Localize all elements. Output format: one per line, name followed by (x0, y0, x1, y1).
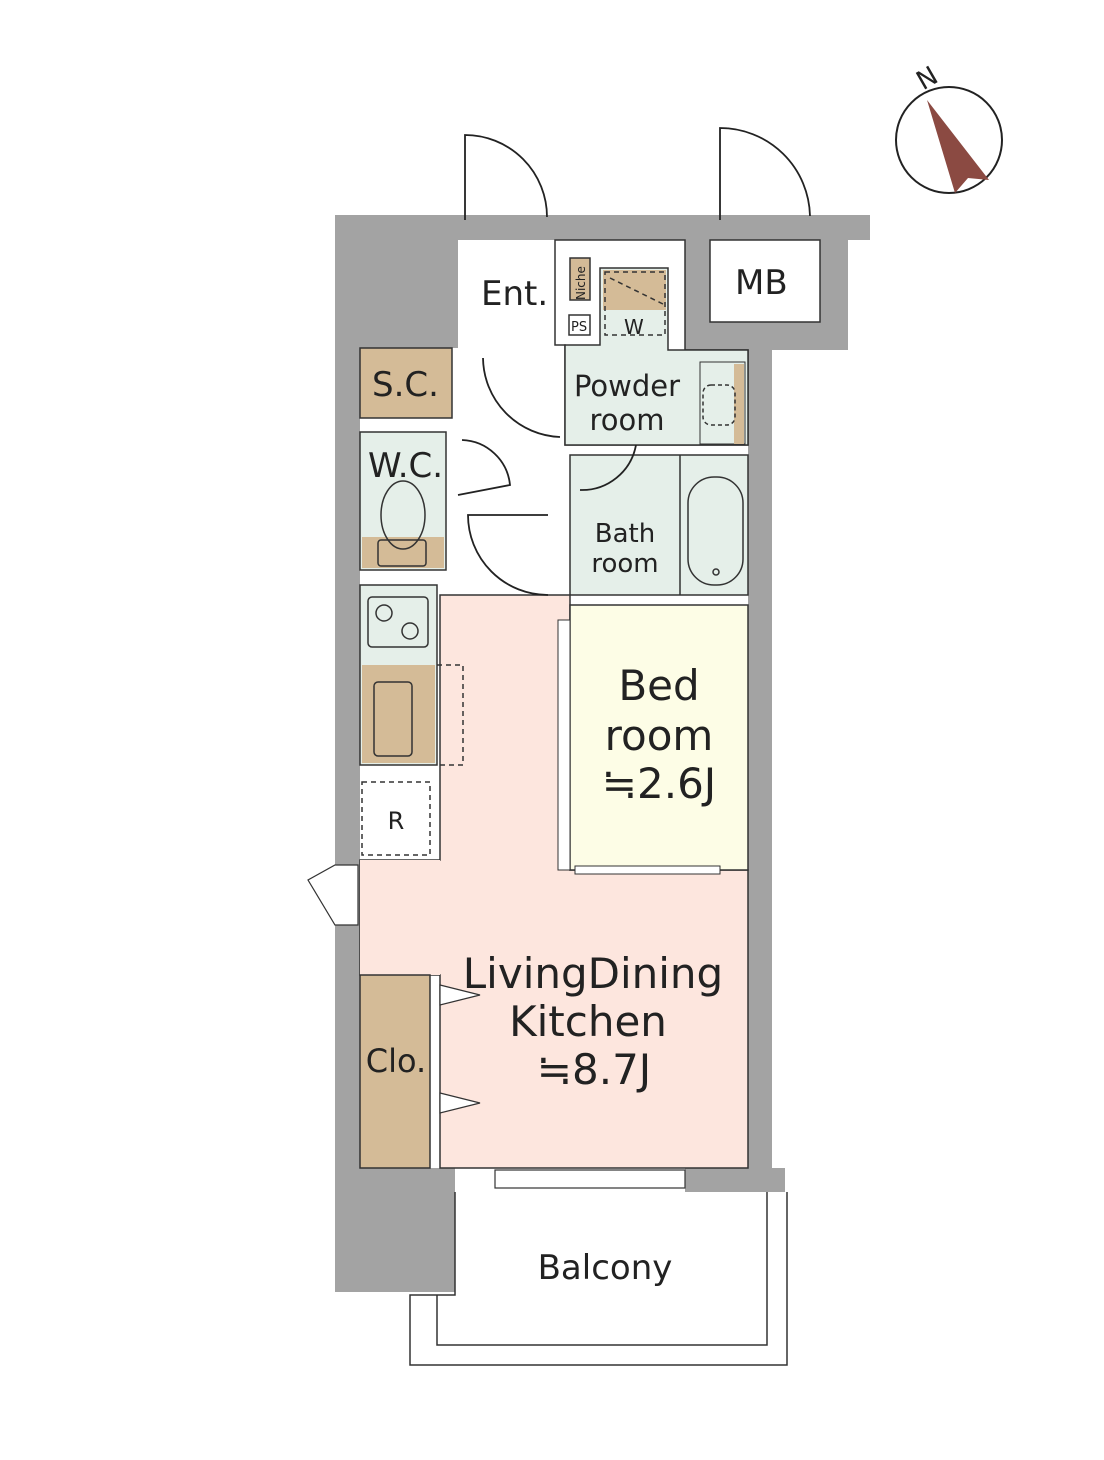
ldk-label-1: LivingDining (463, 949, 723, 998)
bathroom-label-1: Bath (595, 519, 655, 549)
ldk-size: ≒8.7J (537, 1045, 651, 1094)
walls (335, 215, 870, 1292)
bedroom-label-1: Bed (618, 661, 699, 710)
bathroom-label-2: room (591, 549, 658, 579)
toilet-icon (380, 480, 426, 550)
closet-label: Clo. (366, 1042, 426, 1080)
niche (569, 257, 591, 301)
sink-icon (702, 384, 736, 426)
balcony (409, 1192, 788, 1366)
north-arrow-icon (927, 100, 989, 193)
fridge-label: R (388, 807, 405, 835)
doors (457, 127, 811, 596)
bathtub-icon (687, 476, 744, 586)
washer-label: W (624, 315, 644, 339)
powder-room-label-2: room (589, 403, 664, 437)
balcony-window (494, 1169, 686, 1189)
entrance-label: Ent. (481, 274, 548, 314)
meter-box (709, 239, 821, 323)
balcony-label: Balcony (538, 1248, 673, 1288)
wc-label: W.C. (368, 446, 443, 486)
side-window (307, 864, 359, 926)
kitchen-sink-icon (373, 681, 413, 757)
pipe-space-label: PS (571, 320, 587, 335)
stove-icon (367, 596, 429, 648)
compass: N (895, 61, 1003, 194)
bedroom-label-2: room (605, 711, 714, 760)
shoe-closet (359, 347, 453, 419)
powder-room-label-1: Powder (574, 369, 680, 403)
pipe-space (568, 314, 591, 336)
fridge-space (361, 781, 431, 856)
entrance-area (458, 240, 558, 350)
niche-label: Niche (574, 266, 588, 300)
bedroom-size: ≒2.6J (602, 759, 716, 808)
ldk-label-2: Kitchen (509, 997, 667, 1046)
shoe-closet-label: S.C. (372, 365, 439, 405)
meter-box-label: MB (735, 263, 788, 303)
closet (359, 974, 431, 1169)
room-labels: Ent. Niche PS W MB S.C. Powder room W.C.… (366, 263, 788, 1288)
